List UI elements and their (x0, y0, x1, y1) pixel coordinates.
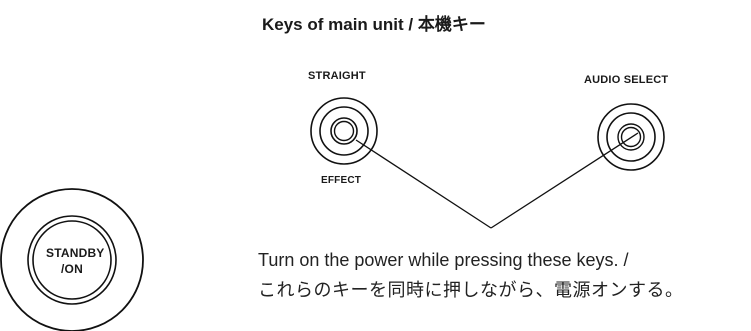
diagram-title: Keys of main unit / 本機キー (262, 15, 486, 34)
effect-label: EFFECT (321, 175, 362, 186)
leader-lines (355, 132, 639, 229)
standby-key (0, 188, 144, 331)
audio-select-key (597, 103, 665, 171)
audio-select-label: AUDIO SELECT (584, 74, 669, 86)
instruction-en: Turn on the power while pressing these k… (258, 250, 629, 270)
straight-key (310, 97, 378, 165)
instruction-ja: これらのキーを同時に押しながら、電源オンする。 (258, 280, 684, 300)
straight-label: STRAIGHT (308, 70, 366, 82)
standby-label: STANDBY (46, 246, 105, 260)
on-label: /ON (61, 262, 83, 276)
